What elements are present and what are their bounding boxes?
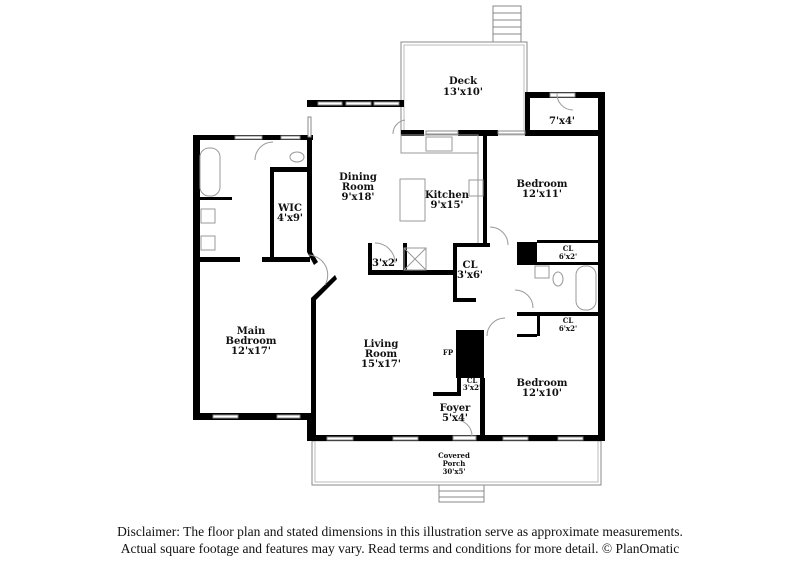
cl-b2-label: CL	[563, 316, 574, 325]
svg-text:CL: CL	[563, 244, 574, 253]
bedroom1-label: Bedroom	[517, 179, 568, 190]
svg-text:30'x5': 30'x5'	[442, 467, 465, 476]
kitchen-sink	[425, 136, 453, 152]
bedroom2-label: Bedroom	[517, 378, 568, 389]
windows	[212, 92, 584, 441]
toilet-main	[289, 151, 305, 163]
svg-text:13'x10': 13'x10'	[443, 87, 483, 98]
disclaimer-line-2: Actual square footage and features may v…	[120, 541, 680, 556]
porch-label-2: Porch	[443, 459, 466, 468]
bathtub-main	[199, 147, 221, 197]
foyer-size: 5'x4'	[442, 413, 468, 424]
sink-main-2	[200, 235, 216, 251]
toilet-right	[552, 271, 564, 287]
svg-text:WIC: WIC	[277, 203, 302, 214]
dining-size: 9'x18'	[342, 192, 375, 203]
stove	[468, 179, 484, 197]
deck-stairs	[492, 5, 522, 43]
wic-label: WIC	[277, 203, 302, 214]
svg-text:9'x15': 9'x15'	[431, 200, 464, 211]
svg-text:Porch: Porch	[443, 459, 466, 468]
svg-text:Bedroom: Bedroom	[226, 336, 277, 347]
svg-text:CL: CL	[563, 316, 574, 325]
svg-text:3'x6': 3'x6'	[457, 270, 483, 281]
sink-main-1	[200, 208, 216, 224]
svg-text:6'x2': 6'x2'	[559, 324, 577, 333]
svg-text:4'x9': 4'x9'	[277, 213, 303, 224]
kitchen-label: Kitchen	[425, 190, 470, 201]
svg-text:Kitchen: Kitchen	[425, 190, 470, 201]
outdoor-structures	[311, 5, 602, 503]
cl-foyer-label: CL	[467, 376, 478, 385]
svg-text:Bedroom: Bedroom	[517, 378, 568, 389]
svg-text:5'x4': 5'x4'	[442, 413, 468, 424]
svg-text:Covered: Covered	[438, 451, 470, 460]
svg-text:CL: CL	[467, 376, 478, 385]
deck-label: Deck	[449, 76, 478, 87]
main-bedroom-size: 12'x17'	[231, 346, 271, 357]
disclaimer: Disclaimer: The floor plan and stated di…	[0, 523, 800, 557]
main-bedroom-label-2: Bedroom	[226, 336, 277, 347]
fridge	[403, 247, 427, 271]
closet-small-size: 3'x2'	[372, 258, 398, 269]
svg-text:12'x10': 12'x10'	[522, 388, 562, 399]
svg-text:9'x18': 9'x18'	[342, 192, 375, 203]
svg-text:Deck: Deck	[449, 76, 478, 87]
svg-text:12'x17': 12'x17'	[231, 346, 271, 357]
svg-text:15'x17': 15'x17'	[361, 359, 401, 370]
living-label-1: Living	[364, 339, 399, 350]
kitchen-island	[399, 178, 426, 222]
fireplace	[456, 330, 484, 378]
cl-b2-size: 6'x2'	[559, 324, 577, 333]
porch-label-1: Covered	[438, 451, 470, 460]
deck-size: 13'x10'	[443, 87, 483, 98]
svg-text:FP: FP	[443, 348, 454, 357]
fireplace-label: FP	[443, 348, 454, 357]
svg-text:Bedroom: Bedroom	[517, 179, 568, 190]
kitchen-size: 9'x15'	[431, 200, 464, 211]
porch-size: 30'x5'	[442, 467, 465, 476]
svg-text:Dining: Dining	[339, 172, 377, 183]
foyer-label: Foyer	[440, 403, 471, 414]
cl-b1-label: CL	[563, 244, 574, 253]
dining-label-2: Room	[342, 182, 375, 193]
main-bedroom-label-1: Main	[237, 326, 266, 337]
cl-hall-size: 3'x6'	[457, 270, 483, 281]
cl-b1-size: 6'x2'	[559, 252, 577, 261]
living-size: 15'x17'	[361, 359, 401, 370]
closet-top-size: 7'x4'	[549, 116, 575, 127]
svg-text:3'x2': 3'x2'	[372, 258, 398, 269]
disclaimer-line-1: Disclaimer: The floor plan and stated di…	[117, 524, 683, 539]
svg-text:Room: Room	[365, 349, 398, 360]
fixtures	[199, 92, 597, 437]
svg-text:12'x11': 12'x11'	[522, 189, 562, 200]
svg-text:Room: Room	[342, 182, 375, 193]
porch-stairs	[438, 484, 485, 503]
svg-text:3'x2': 3'x2'	[463, 383, 481, 392]
cl-foyer-size: 3'x2'	[463, 383, 481, 392]
bedroom2-size: 12'x10'	[522, 388, 562, 399]
svg-text:Foyer: Foyer	[440, 403, 471, 414]
living-label-2: Room	[365, 349, 398, 360]
cl-hall-label: CL	[463, 260, 478, 271]
svg-text:CL: CL	[463, 260, 478, 271]
svg-text:6'x2': 6'x2'	[559, 252, 577, 261]
svg-text:Main: Main	[237, 326, 266, 337]
svg-text:7'x4': 7'x4'	[549, 116, 575, 127]
dining-label-1: Dining	[339, 172, 377, 183]
wic-size: 4'x9'	[277, 213, 303, 224]
room-labels: Deck 13'x10' 7'x4' Dining Room 9'x18' Ki…	[226, 76, 578, 476]
bedroom1-size: 12'x11'	[522, 189, 562, 200]
bathtub-right	[575, 265, 597, 311]
svg-text:Living: Living	[364, 339, 399, 350]
